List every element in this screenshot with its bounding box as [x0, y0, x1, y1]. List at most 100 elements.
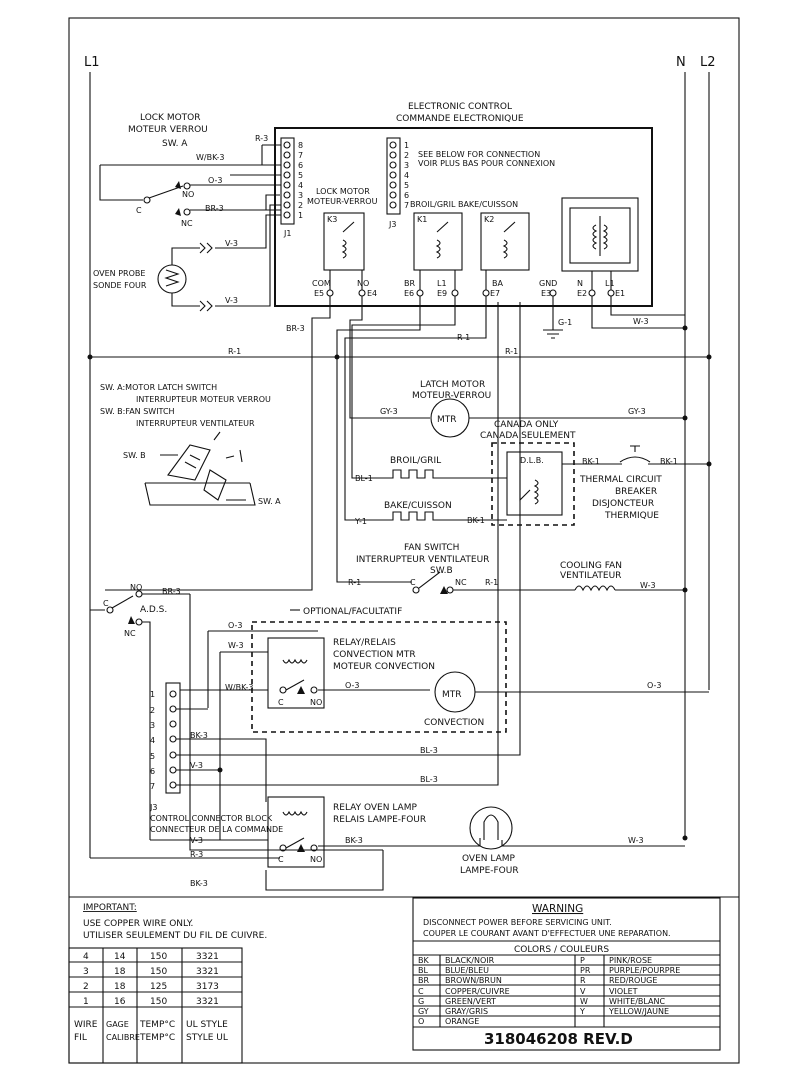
- svg-text:GREEN/VERT: GREEN/VERT: [445, 997, 496, 1006]
- wire-r1-a: R-1: [457, 333, 470, 342]
- svg-text:E5: E5: [314, 289, 324, 298]
- dlb-label: D.L.B.: [520, 456, 544, 465]
- svg-text:3: 3: [83, 967, 89, 977]
- sw-b-legend: SW. B:FAN SWITCH: [100, 407, 175, 416]
- k1-label: K1: [417, 215, 427, 224]
- wire-table-headers: WIRE FIL GAGE CALIBRE TEMP°C TEMP°C UL S…: [74, 1020, 228, 1043]
- j3-top-pin-numbers: 1 2 3 4 5 6 7: [404, 141, 409, 210]
- svg-text:3321: 3321: [196, 997, 219, 1007]
- ads-nc: NC: [124, 629, 136, 638]
- svg-text:7: 7: [298, 151, 303, 160]
- svg-text:7: 7: [404, 201, 409, 210]
- sw-a-c: C: [136, 206, 142, 215]
- svg-text:4: 4: [83, 952, 89, 962]
- svg-text:PURPLE/POURPRE: PURPLE/POURPRE: [609, 966, 680, 975]
- svg-text:3321: 3321: [196, 967, 219, 977]
- wire-r3-top: R-3: [255, 134, 268, 143]
- wire-r1-e: R-1: [485, 578, 498, 587]
- svg-text:GRAY/GRIS: GRAY/GRIS: [445, 1007, 488, 1016]
- svg-text:Y: Y: [579, 1007, 585, 1016]
- svg-text:2: 2: [298, 201, 303, 210]
- svg-text:WIRE: WIRE: [74, 1020, 98, 1030]
- ground-icon: [543, 329, 563, 339]
- j3-block-pin-numbers: 1 2 3 4 5 6 7: [150, 690, 155, 791]
- svg-text:PINK/ROSE: PINK/ROSE: [609, 956, 652, 965]
- colors-title: COLORS / COULEURS: [514, 945, 609, 955]
- conv-relay-l3: MOTEUR CONVECTION: [333, 662, 435, 672]
- svg-text:E6: E6: [404, 289, 414, 298]
- svg-text:BLUE/BLEU: BLUE/BLEU: [445, 966, 489, 975]
- optional-label: OPTIONAL/FACULTATIF: [303, 607, 402, 617]
- wire-o3-mid: O-3: [228, 621, 243, 630]
- j1-pin-numbers: 8 7 6 5 4 3 2 1: [298, 141, 303, 220]
- svg-text:14: 14: [114, 952, 126, 962]
- oven-lamp-icon: [469, 806, 513, 850]
- cooling-fan-icon: [574, 585, 616, 592]
- svg-text:3321: 3321: [196, 952, 219, 962]
- broil-label: BROIL/GRIL: [390, 456, 441, 466]
- lamp-relay-l1: RELAY OVEN LAMP: [333, 803, 417, 813]
- sketch-sw-a: SW. A: [258, 497, 281, 506]
- fan-switch-c: C: [410, 578, 416, 587]
- probe-label-fr: SONDE FOUR: [93, 281, 147, 290]
- sw-a-label: SW. A: [162, 139, 188, 149]
- svg-text:E9: E9: [437, 289, 447, 298]
- svg-text:2: 2: [83, 982, 89, 992]
- important-title: IMPORTANT:: [83, 903, 137, 913]
- probe-label: OVEN PROBE: [93, 269, 145, 278]
- svg-text:BROWN/BRUN: BROWN/BRUN: [445, 976, 502, 985]
- svg-text:1: 1: [404, 141, 409, 150]
- k2-label: K2: [484, 215, 494, 224]
- breaker-l2: BREAKER: [615, 487, 657, 497]
- svg-text:GY: GY: [418, 1007, 429, 1016]
- sw-a-nc: NC: [181, 219, 193, 228]
- wire-o3-conv: O-3: [345, 681, 360, 690]
- important-l2: UTILISER SEULEMENT DU FIL DE CUIVRE.: [83, 931, 267, 941]
- svg-text:150: 150: [150, 997, 167, 1007]
- svg-text:3: 3: [150, 721, 155, 730]
- canada-only: CANADA ONLY: [494, 420, 559, 430]
- conv-motor-mtr: MTR: [442, 690, 462, 700]
- svg-text:16: 16: [114, 997, 126, 1007]
- svg-text:NO: NO: [357, 279, 369, 288]
- wire-table-cells: 4 14 150 3321 3 18 150 3321 2 18 125 317…: [83, 952, 219, 1007]
- svg-text:18: 18: [114, 967, 126, 977]
- svg-text:3: 3: [298, 191, 303, 200]
- svg-text:3173: 3173: [196, 982, 219, 992]
- wire-r1-b: R-1: [228, 347, 241, 356]
- svg-text:E4: E4: [367, 289, 377, 298]
- svg-text:GND: GND: [539, 279, 557, 288]
- lock-motor-relay-label-fr: MOTEUR-VERROU: [307, 197, 378, 206]
- wire-y1: Y-1: [354, 517, 367, 526]
- svg-text:G: G: [418, 997, 424, 1006]
- fan-switch-label: FAN SWITCH: [404, 543, 459, 553]
- svg-text:5: 5: [150, 752, 155, 761]
- svg-text:L1: L1: [605, 279, 615, 288]
- breaker-l3: DISJONCTEUR: [592, 499, 654, 509]
- ads-no: NO: [130, 583, 142, 592]
- svg-text:E1: E1: [615, 289, 625, 298]
- fan-switch-nc: NC: [455, 578, 467, 587]
- svg-text:C: C: [418, 987, 424, 996]
- svg-text:6: 6: [150, 767, 155, 776]
- svg-text:TEMP°C: TEMP°C: [139, 1020, 175, 1030]
- warning-l2: COUPER LE COURANT AVANT D'EFFECTUER UNE …: [423, 929, 671, 938]
- k3-label: K3: [327, 215, 337, 224]
- conv-relay-c: C: [278, 698, 284, 707]
- sw-b-legend-fr: INTERRUPTEUR VENTILATEUR: [136, 419, 255, 428]
- relay-k3: [323, 212, 365, 271]
- cooling-fan-label: COOLING FAN: [560, 561, 622, 571]
- lamp-relay-c: C: [278, 855, 284, 864]
- wire-bl3-a: BL-3: [420, 746, 438, 755]
- wire-o3-top: O-3: [208, 176, 223, 185]
- wire-bl1: BL-1: [355, 474, 373, 483]
- thermal-breaker-icon: [619, 445, 651, 463]
- relay-k1: [413, 212, 463, 271]
- conv-relay-l1: RELAY/RELAIS: [333, 638, 396, 648]
- svg-text:P: P: [580, 956, 585, 965]
- svg-text:COPPER/CUIVRE: COPPER/CUIVRE: [445, 987, 510, 996]
- svg-text:3: 3: [404, 161, 409, 170]
- oven-lamp-label: OVEN LAMP: [462, 854, 516, 864]
- wire-bk3-j3: BK-3: [190, 731, 208, 740]
- wire-bk1-c: BK-1: [660, 457, 678, 466]
